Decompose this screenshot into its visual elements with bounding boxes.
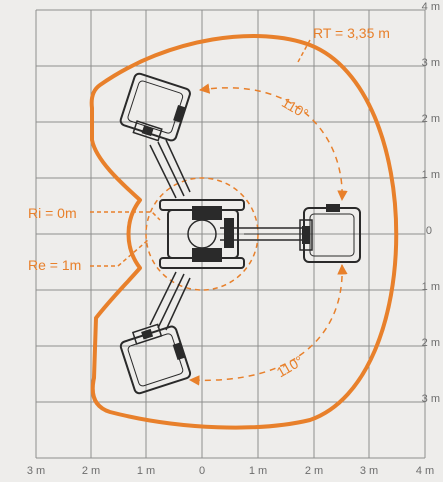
y-axis-label: 4 m — [422, 1, 440, 13]
re-label: Re = 1m — [28, 257, 81, 273]
x-axis-label: 3 m — [360, 465, 378, 477]
y-axis-label: 3 m — [422, 57, 440, 69]
x-axis-label: 2 m — [305, 465, 323, 477]
platform-bottom-left — [119, 271, 192, 395]
machine-chassis — [159, 199, 245, 269]
machine-boom — [220, 227, 304, 241]
platform-top-left — [119, 72, 191, 199]
x-axis-label: 1 m — [137, 465, 155, 477]
platform-right — [299, 204, 361, 263]
y-axis-label: 2 m — [422, 337, 440, 349]
y-axis-label: 2 m — [422, 113, 440, 125]
y-axis-label: 1 m — [422, 169, 440, 181]
y-axis-labels: 4 m 3 m 2 m 1 m 0 1 m 2 m 3 m — [422, 1, 440, 405]
x-axis-label: 4 m — [416, 465, 434, 477]
re-leader-line — [90, 239, 149, 267]
x-axis-label: 1 m — [249, 465, 267, 477]
x-axis-labels: 3 m 2 m 1 m 0 1 m 2 m 3 m 4 m — [27, 465, 434, 477]
rotation-arc-bottom — [188, 263, 348, 386]
x-axis-label: 3 m — [27, 465, 45, 477]
x-axis-label: 2 m — [82, 465, 100, 477]
working-range-outline — [89, 33, 399, 430]
x-axis-label: 0 — [199, 465, 205, 477]
rotation-arc-top — [198, 83, 348, 202]
y-axis-label: 3 m — [422, 393, 440, 405]
y-axis-label: 1 m — [422, 281, 440, 293]
y-axis-label: 0 — [426, 225, 432, 237]
ri-label: Ri = 0m — [28, 205, 77, 221]
rt-label: RT = 3,35 m — [313, 25, 390, 41]
